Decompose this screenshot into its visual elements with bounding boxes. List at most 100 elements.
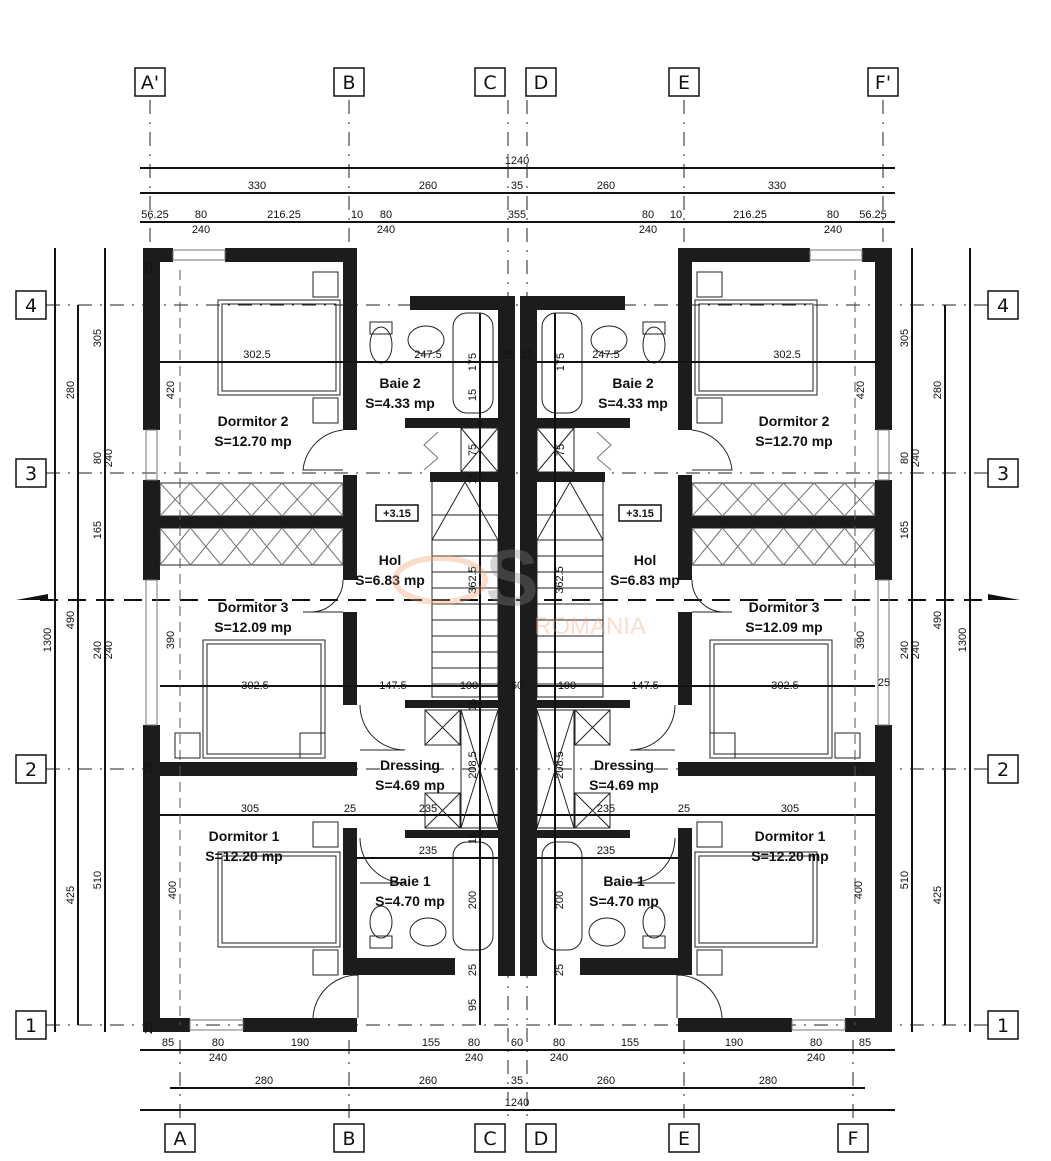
dimension-label: 247.5 — [592, 349, 620, 361]
dimension-label: 80 — [810, 1037, 822, 1049]
grid-label-row-left-box — [15, 458, 47, 488]
grid-label-top-box — [474, 67, 506, 97]
room-area: S=12.70 mp — [755, 433, 832, 449]
room-area: S=12.20 mp — [205, 848, 282, 864]
room-name: Dormitor 1 — [209, 828, 280, 844]
watermark-text: ROMANIA — [534, 613, 646, 640]
dimension-label: 1300 — [42, 628, 54, 652]
dimension-label: 80 — [92, 452, 104, 464]
room-area: S=4.70 mp — [375, 893, 445, 909]
dimension-label: 240 — [899, 641, 911, 659]
unit-right — [519, 247, 893, 1033]
room-area: S=12.70 mp — [214, 433, 291, 449]
room-area: S=4.69 mp — [589, 777, 659, 793]
room-area: S=4.70 mp — [589, 893, 659, 909]
room-name: Hol — [379, 552, 402, 568]
dimension-label: 280 — [65, 381, 77, 399]
grid-label-row-left: 1 — [25, 1015, 37, 1037]
room-area: S=4.33 mp — [365, 395, 435, 411]
dimension-label: 240 — [192, 224, 210, 236]
dimension-label: 510 — [899, 871, 911, 889]
grid-label-row-right-box — [987, 1010, 1019, 1040]
dimension-label: 1240 — [505, 1097, 529, 1109]
room-name: Hol — [634, 552, 657, 568]
dimension-label: 240 — [465, 1052, 483, 1064]
dimension-label: 400 — [853, 881, 865, 899]
room-name: Dormitor 2 — [759, 413, 830, 429]
dimension-label: 305 — [899, 329, 911, 347]
dimension-label: 80 — [899, 452, 911, 464]
room-area: S=12.09 mp — [214, 619, 291, 635]
section-arrow-right — [988, 594, 1020, 600]
grid-label-bottom-box — [474, 1123, 506, 1153]
dimension-label: 208.5 — [467, 751, 479, 779]
dimension-label: 240 — [209, 1052, 227, 1064]
watermark: S ROMANIA — [392, 533, 646, 640]
room-name: Dormitor 2 — [218, 413, 289, 429]
dimension-label: 425 — [932, 886, 944, 904]
grid-axes — [16, 100, 1020, 1125]
room-name: Baie 1 — [389, 873, 430, 889]
dimension-label: 362.5 — [554, 566, 566, 594]
dimension-label: 25 — [467, 964, 479, 976]
watermark-letter: S — [485, 533, 538, 622]
dimension-label: 75 — [555, 444, 567, 456]
room-area: S=4.33 mp — [598, 395, 668, 411]
level-mark-box — [375, 504, 419, 522]
grid-label-top-box — [525, 67, 557, 97]
dimension-label: 25 — [878, 677, 890, 689]
grid-label-bottom-box — [668, 1123, 700, 1153]
dimension-label: 240 — [910, 641, 922, 659]
grid-label-top: F' — [875, 72, 891, 94]
dimension-label: 260 — [597, 1075, 615, 1087]
dimension-label: 302.5 — [241, 680, 269, 692]
grid-label-top: D — [534, 72, 549, 94]
dimension-label: 208.5 — [554, 751, 566, 779]
level-mark: +3.15 — [626, 508, 654, 520]
dimension-label: 165 — [92, 521, 104, 539]
dimension-label: 85 — [859, 1037, 871, 1049]
dimension-label: 80 — [553, 1037, 565, 1049]
dimension-label: 80 — [212, 1037, 224, 1049]
dimension-label: 200 — [554, 891, 566, 909]
dimension-label: 25 — [143, 1022, 155, 1034]
grid-label-row-left-box — [15, 290, 47, 320]
room-labels: Dormitor 2 S=12.70 mp Dormitor 2 S=12.70 mp… — [205, 375, 832, 909]
section-arrow-left — [16, 594, 48, 600]
room-area: S=6.83 mp — [610, 572, 680, 588]
dimension-label: 165 — [899, 521, 911, 539]
grid-label-bottom: E — [678, 1128, 690, 1150]
dimension-label: 355 — [508, 209, 526, 221]
grid-label-top: A' — [141, 72, 159, 94]
dimension-label: 420 — [855, 381, 867, 399]
grid-label-row-right-box — [987, 290, 1019, 320]
dimension-label: 240 — [639, 224, 657, 236]
dimension-label: 10 — [351, 209, 363, 221]
dimension-label: 60 — [511, 680, 523, 692]
dimension-label: 200 — [467, 891, 479, 909]
dimension-label: 305 — [92, 329, 104, 347]
room-name: Dormitor 3 — [749, 599, 820, 615]
grid-label-bottom: A — [174, 1128, 187, 1150]
room-area: S=12.09 mp — [745, 619, 822, 635]
dimension-label: 260 — [597, 180, 615, 192]
dimension-label: 302.5 — [243, 349, 271, 361]
grid-label-row-left: 4 — [25, 295, 37, 317]
dimension-label: 25 — [855, 762, 867, 774]
dimension-label: 190 — [291, 1037, 309, 1049]
grid-label-row-right: 1 — [997, 1015, 1009, 1037]
dimension-label: 240 — [550, 1052, 568, 1064]
level-mark: +3.15 — [383, 508, 411, 520]
grid-label-top: C — [483, 72, 496, 94]
dimension-label: 25 — [554, 964, 566, 976]
dimension-label: 260 — [419, 180, 437, 192]
unit-left — [142, 247, 516, 1033]
dimension-label: 80 — [468, 1037, 480, 1049]
dimension-label: 10 — [670, 209, 682, 221]
dimension-lines — [54, 167, 971, 1111]
grid-label-row-right: 2 — [997, 759, 1009, 781]
grid-label-bottom: F — [848, 1128, 859, 1150]
room-name: Dressing — [380, 757, 440, 773]
grid-label-bottom: B — [342, 1128, 355, 1150]
